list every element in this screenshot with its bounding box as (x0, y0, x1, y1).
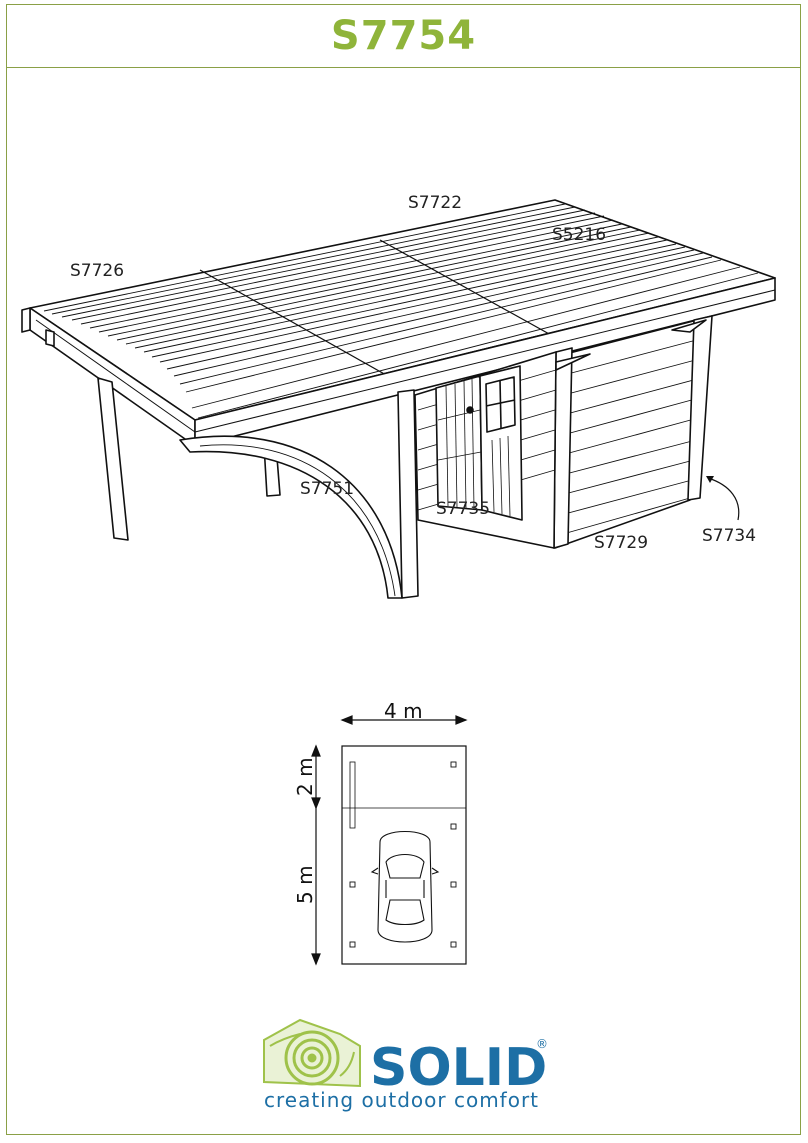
logo-registered: ® (536, 1037, 548, 1051)
brand-logo: SOLID ® creating outdoor comfort (263, 1018, 548, 1112)
front-post (97, 377, 129, 541)
label-roof-cover: S5216 (552, 225, 606, 245)
shed-front-wall (554, 317, 706, 549)
arch-brace (179, 435, 403, 599)
car-icon (370, 831, 440, 943)
label-front-beam: S7726 (70, 261, 124, 281)
leader-arrow (707, 477, 740, 521)
floor-plan: 4 m 2 m 5 m (293, 699, 468, 966)
shed-corner-post (553, 347, 573, 549)
roof-planks (43, 203, 759, 419)
label-wall: S7729 (594, 533, 648, 553)
back-post-left (45, 329, 55, 347)
label-door: S7735 (436, 499, 490, 519)
title-bar: S7754 (6, 4, 801, 68)
arch-post (397, 389, 419, 599)
log-rings-icon (263, 1018, 361, 1088)
door-frame (435, 375, 483, 511)
roof-joints (199, 239, 561, 381)
shed-right-post (687, 315, 713, 501)
plan-width-label: 4 m (384, 699, 423, 723)
plan-depth-bottom-label: 5 m (293, 865, 317, 904)
page-frame (6, 4, 801, 1135)
plan-depth-top-label: 2 m (293, 757, 317, 796)
shed-boards (555, 337, 705, 537)
carport-illustration: S7722 S5216 S7726 S7751 S7735 S7729 S773… (21, 193, 776, 599)
page-title: S7754 (330, 12, 477, 59)
label-side-wall: S7734 (702, 526, 756, 546)
label-roof: S7722 (408, 193, 462, 213)
logo-name: SOLID (370, 1038, 547, 1098)
label-arch: S7751 (300, 479, 354, 499)
logo-tagline: creating outdoor comfort (264, 1088, 539, 1112)
